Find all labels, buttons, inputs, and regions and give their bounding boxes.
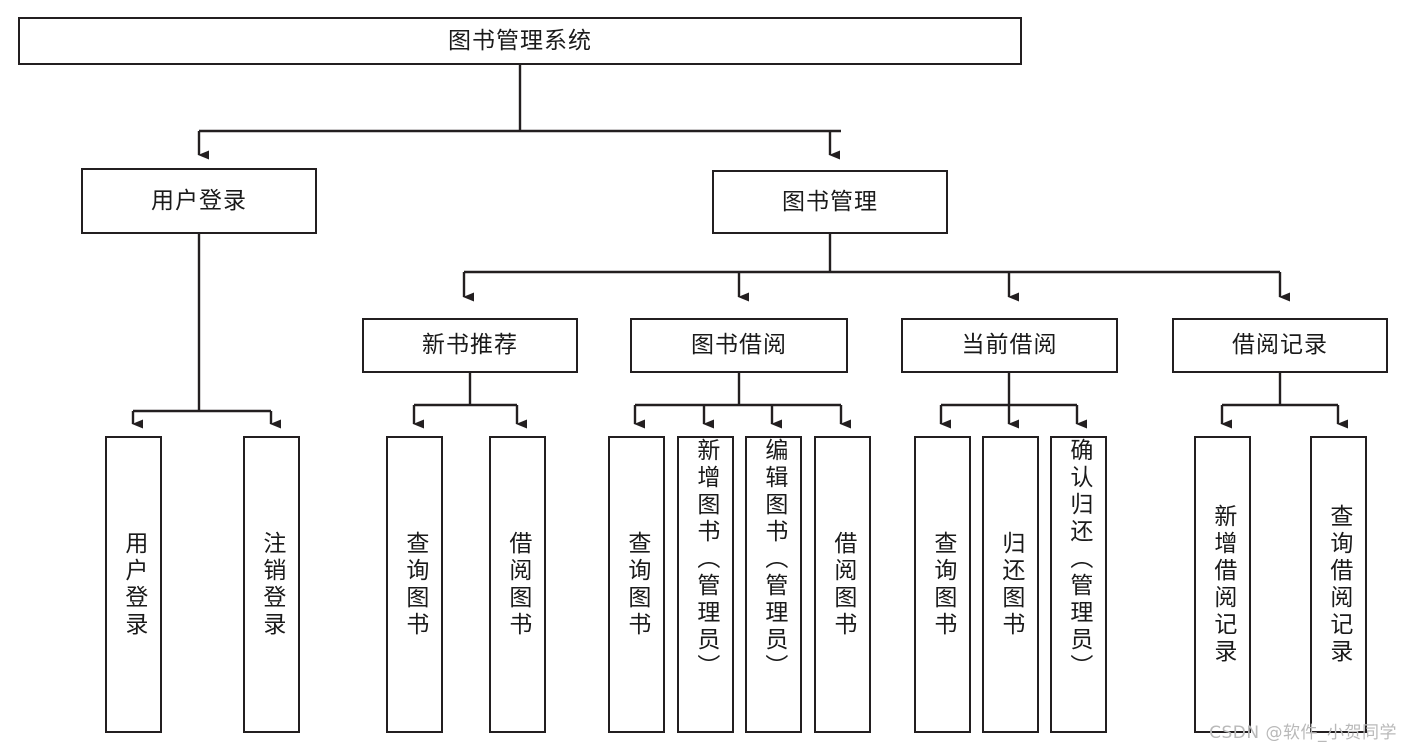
node-label: 图书借阅: [691, 332, 787, 359]
node-label: 图书管理: [782, 188, 878, 215]
leaf-query-book-recommend[interactable]: 查询图书: [386, 436, 443, 733]
node-root-system[interactable]: 图书管理系统: [18, 17, 1022, 65]
leaf-add-borrow-record[interactable]: 新增借阅记录: [1194, 436, 1251, 733]
node-label: 图书管理系统: [448, 27, 592, 54]
node-label: 查询借阅记录: [1325, 503, 1352, 666]
node-label: 注销登录: [258, 530, 285, 639]
node-label: 查询图书: [623, 530, 650, 639]
leaf-query-book-borrowing[interactable]: 查询图书: [608, 436, 665, 733]
node-label: 当前借阅: [961, 332, 1058, 359]
node-label: 编辑图书（管理员）: [760, 438, 787, 681]
node-label: 新书推荐: [422, 332, 518, 359]
node-label: 借阅记录: [1232, 332, 1328, 359]
leaf-confirm-return-admin[interactable]: 确认归还（管理员）: [1050, 436, 1107, 733]
leaf-borrow-book-recommend[interactable]: 借阅图书: [489, 436, 546, 733]
node-label: 用户登录: [151, 187, 247, 214]
node-label: 查询图书: [401, 530, 428, 639]
leaf-add-book-admin[interactable]: 新增图书（管理员）: [677, 436, 734, 733]
leaf-logout[interactable]: 注销登录: [243, 436, 300, 733]
node-label: 归还图书: [997, 530, 1024, 639]
leaf-user-login[interactable]: 用户登录: [105, 436, 162, 733]
leaf-query-borrow-record[interactable]: 查询借阅记录: [1310, 436, 1367, 733]
node-label: 借阅图书: [829, 530, 856, 639]
node-borrow-records[interactable]: 借阅记录: [1172, 318, 1388, 373]
node-current-borrowing[interactable]: 当前借阅: [901, 318, 1118, 373]
leaf-query-book-current[interactable]: 查询图书: [914, 436, 971, 733]
leaf-return-book[interactable]: 归还图书: [982, 436, 1039, 733]
node-label: 确认归还（管理员）: [1065, 438, 1092, 681]
node-label: 新增借阅记录: [1209, 503, 1236, 666]
node-user-login[interactable]: 用户登录: [81, 168, 317, 234]
node-book-borrowing[interactable]: 图书借阅: [630, 318, 848, 373]
leaf-edit-book-admin[interactable]: 编辑图书（管理员）: [745, 436, 802, 733]
watermark: CSDN @软件_小贺同学: [1209, 723, 1397, 743]
node-label: 用户登录: [120, 530, 147, 639]
node-book-management[interactable]: 图书管理: [712, 170, 948, 234]
node-label: 借阅图书: [504, 530, 531, 639]
leaf-borrow-book-borrowing[interactable]: 借阅图书: [814, 436, 871, 733]
node-label: 查询图书: [929, 530, 956, 639]
node-label: 新增图书（管理员）: [692, 438, 719, 681]
node-new-book-recommendation[interactable]: 新书推荐: [362, 318, 578, 373]
